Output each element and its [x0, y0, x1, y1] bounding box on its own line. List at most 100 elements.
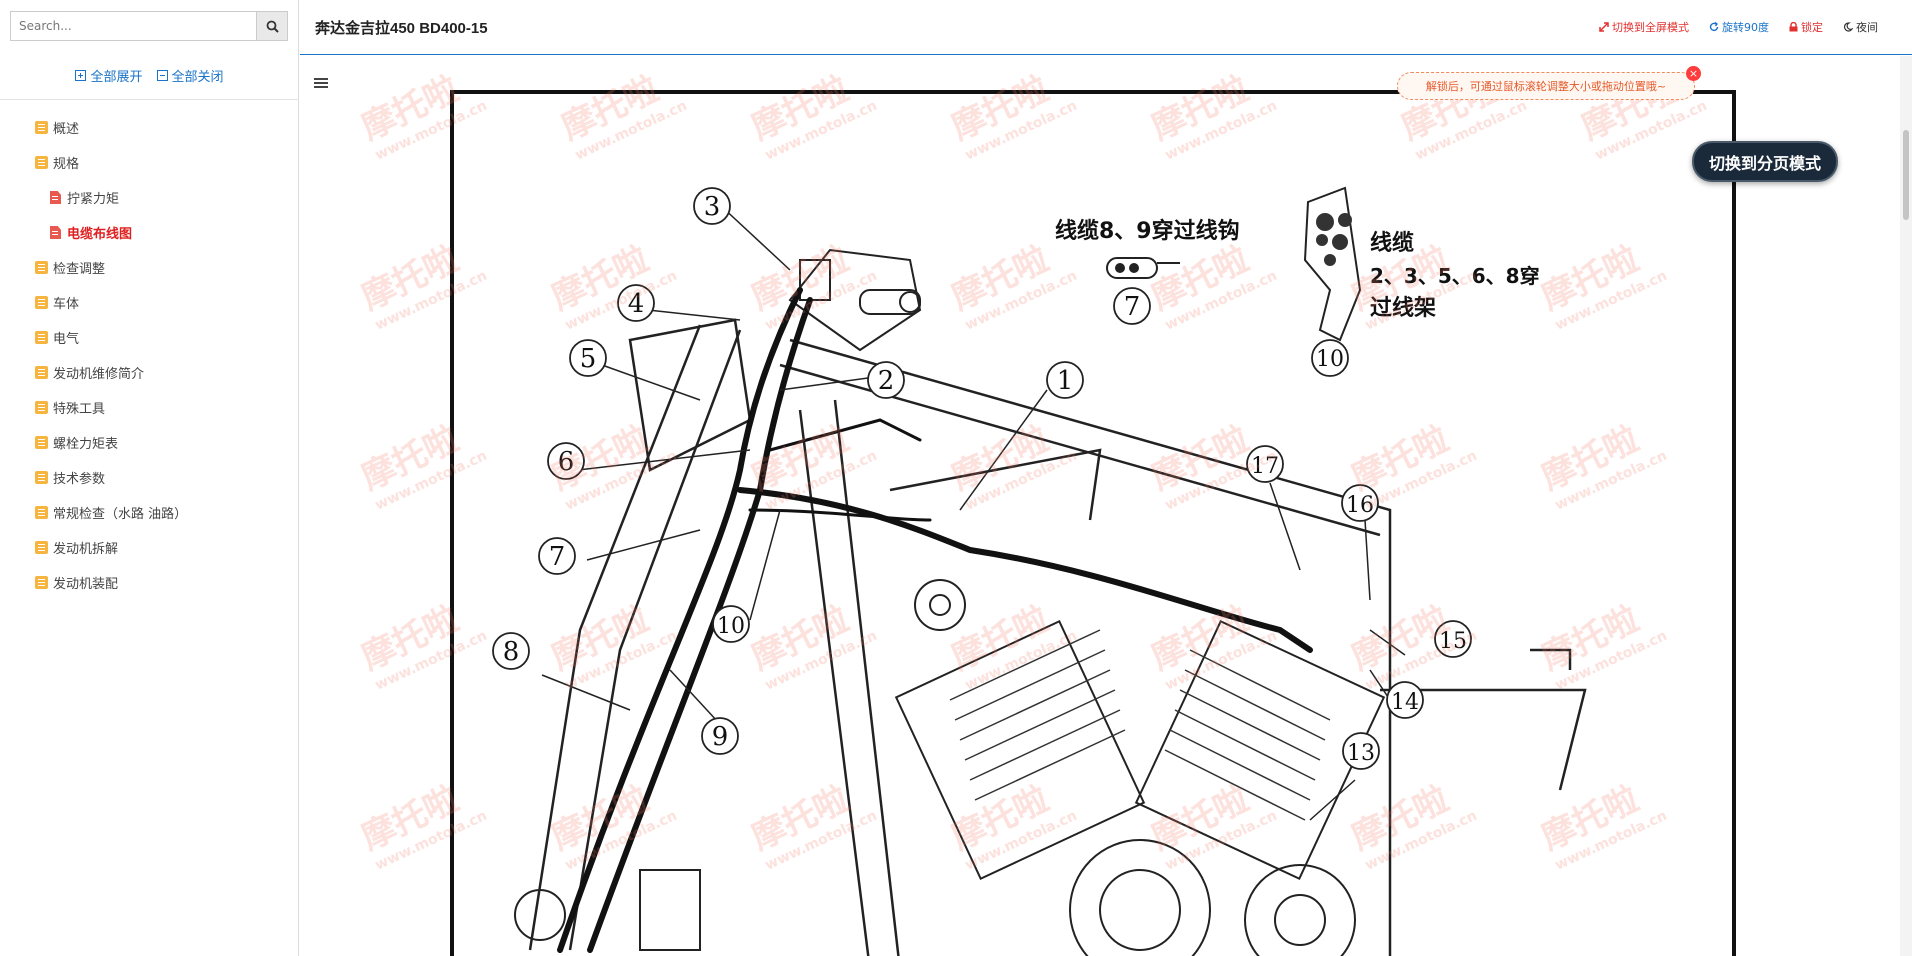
folder-doc-icon — [35, 506, 48, 519]
rotate-label: 旋转90度 — [1722, 21, 1769, 34]
wiring-diagram[interactable]: 1 2 3 4 5 6 7 8 9 10 13 14 15 16 17 线缆8、… — [450, 90, 1740, 956]
folder-doc-icon — [35, 576, 48, 589]
expand-all-label: 全部展开 — [90, 70, 143, 85]
callout-2: 2 — [867, 361, 905, 399]
callout-10: 10 — [712, 605, 750, 643]
sidebar-item[interactable]: 发动机拆解 — [0, 530, 299, 565]
unlock-tip: 解锁后，可通过鼠标滚轮调整大小或拖动位置哦~ × — [1397, 66, 1701, 100]
file-doc-icon — [50, 226, 61, 239]
chapter-tree: 概述规格拧紧力矩电缆布线图检查调整车体电气发动机维修简介特殊工具螺栓力矩表技术参… — [0, 110, 299, 600]
vertical-scrollbar[interactable] — [1900, 56, 1912, 956]
search-icon — [266, 20, 279, 33]
sidebar-item[interactable]: 电缆布线图 — [0, 215, 299, 250]
callout-6-text: 6 — [558, 447, 575, 477]
callout-7: 7 — [538, 537, 576, 575]
sidebar-item[interactable]: 电气 — [0, 320, 299, 355]
sidebar-item-label: 检查调整 — [53, 262, 106, 277]
sidebar-item-label: 概述 — [53, 122, 80, 137]
night-mode-button[interactable]: 夜间 — [1843, 19, 1878, 35]
callout-4: 4 — [617, 284, 655, 322]
menu-toggle-icon[interactable] — [314, 78, 328, 90]
sidebar-item-label: 发动机拆解 — [53, 542, 119, 557]
folder-doc-icon — [35, 296, 48, 309]
note-bracket-line3: 过线架 — [1370, 295, 1436, 321]
sidebar-item[interactable]: 概述 — [0, 110, 299, 145]
callout-8-text: 8 — [503, 637, 520, 667]
callout-5: 5 — [569, 339, 607, 377]
folder-doc-icon — [35, 541, 48, 554]
handlebar-art — [514, 248, 922, 951]
collapse-all-label: 全部关闭 — [171, 70, 224, 85]
callout-3-text: 3 — [704, 192, 721, 222]
night-label: 夜间 — [1856, 21, 1878, 34]
note-bracket-line2: 2、3、5、6、8穿 — [1370, 264, 1540, 288]
sidebar-item[interactable]: 螺栓力矩表 — [0, 425, 299, 460]
callout-7-text: 7 — [549, 542, 566, 572]
callout-13-text: 13 — [1347, 741, 1375, 766]
callout-9: 9 — [701, 717, 739, 755]
callout-1: 1 — [1046, 361, 1084, 399]
sidebar-item[interactable]: 检查调整 — [0, 250, 299, 285]
collapse-all-button[interactable]: 全部关闭 — [156, 66, 224, 85]
callout-17: 17 — [1246, 445, 1284, 483]
search-input[interactable] — [10, 11, 256, 41]
cable-thin-art — [748, 418, 932, 522]
sidebar-item[interactable]: 规格 — [0, 145, 299, 180]
callout-1-text: 1 — [1057, 366, 1074, 396]
search-bar — [10, 11, 288, 41]
folder-doc-icon — [35, 261, 48, 274]
callout-8: 8 — [492, 632, 530, 670]
callout-14: 14 — [1386, 681, 1424, 719]
folder-doc-icon — [35, 401, 48, 414]
close-icon[interactable]: × — [1686, 66, 1701, 81]
sidebar-item[interactable]: 拧紧力矩 — [0, 180, 299, 215]
cable-harness-art — [557, 287, 1313, 953]
page-mode-button[interactable]: 切换到分页模式 — [1692, 141, 1838, 182]
sidebar-item[interactable]: 发动机装配 — [0, 565, 299, 600]
sidebar-item[interactable]: 发动机维修简介 — [0, 355, 299, 390]
folder-doc-icon — [35, 156, 48, 169]
callout-3: 3 — [693, 187, 731, 225]
search-button[interactable] — [256, 11, 288, 41]
lock-button[interactable]: 锁定 — [1789, 19, 1823, 35]
sidebar-item-label: 常规检查（水路 油路） — [53, 507, 188, 522]
callout-2-text: 2 — [878, 366, 895, 396]
note-hook-text: 线缆8、9穿过线钩 — [1055, 218, 1240, 244]
sidebar-item-label: 技术参数 — [53, 472, 106, 487]
scrollbar-thumb[interactable] — [1903, 130, 1909, 220]
moon-icon — [1843, 22, 1853, 32]
diagram-frame — [450, 90, 1736, 956]
detail-7-text: 7 — [1124, 292, 1141, 322]
lock-label: 锁定 — [1801, 21, 1823, 34]
document-viewer[interactable]: 1 2 3 4 5 6 7 8 9 10 13 14 15 16 17 线缆8、… — [300, 56, 1912, 956]
sidebar-item[interactable]: 技术参数 — [0, 460, 299, 495]
sidebar-item-label: 车体 — [53, 297, 80, 312]
unlock-tip-text: 解锁后，可通过鼠标滚轮调整大小或拖动位置哦~ — [1425, 80, 1667, 93]
minus-square-icon — [156, 70, 168, 81]
rotate-button[interactable]: 旋转90度 — [1709, 19, 1769, 35]
leader-lines — [541, 204, 1406, 821]
callout-17-text: 17 — [1251, 454, 1279, 479]
sidebar-item-label: 螺栓力矩表 — [53, 437, 119, 452]
plus-square-icon — [75, 70, 87, 81]
sidebar-item[interactable]: 特殊工具 — [0, 390, 299, 425]
detail-cable-bracket: 线缆 2、3、5、6、8穿 过线架 10 — [1303, 186, 1540, 377]
sidebar-item-label: 特殊工具 — [53, 402, 106, 417]
tree-controls: 全部展开 全部关闭 — [0, 52, 299, 100]
sidebar-item-label: 电缆布线图 — [67, 227, 133, 242]
sidebar-item-label: 拧紧力矩 — [67, 192, 120, 207]
callout-15-text: 15 — [1439, 629, 1467, 654]
callout-4-text: 4 — [628, 289, 645, 319]
sidebar-item-label: 发动机维修简介 — [53, 367, 145, 382]
callout-9-text: 9 — [712, 722, 729, 752]
sidebar-item-label: 发动机装配 — [53, 577, 119, 592]
fullscreen-button[interactable]: 切换到全屏模式 — [1599, 19, 1689, 35]
sidebar-item[interactable]: 常规检查（水路 油路） — [0, 495, 299, 530]
folder-doc-icon — [35, 331, 48, 344]
sidebar-item[interactable]: 车体 — [0, 285, 299, 320]
rotate-icon — [1709, 22, 1719, 31]
expand-all-button[interactable]: 全部展开 — [75, 66, 143, 85]
expand-arrows-icon — [1599, 22, 1609, 32]
note-bracket-line1: 线缆 — [1370, 230, 1414, 256]
